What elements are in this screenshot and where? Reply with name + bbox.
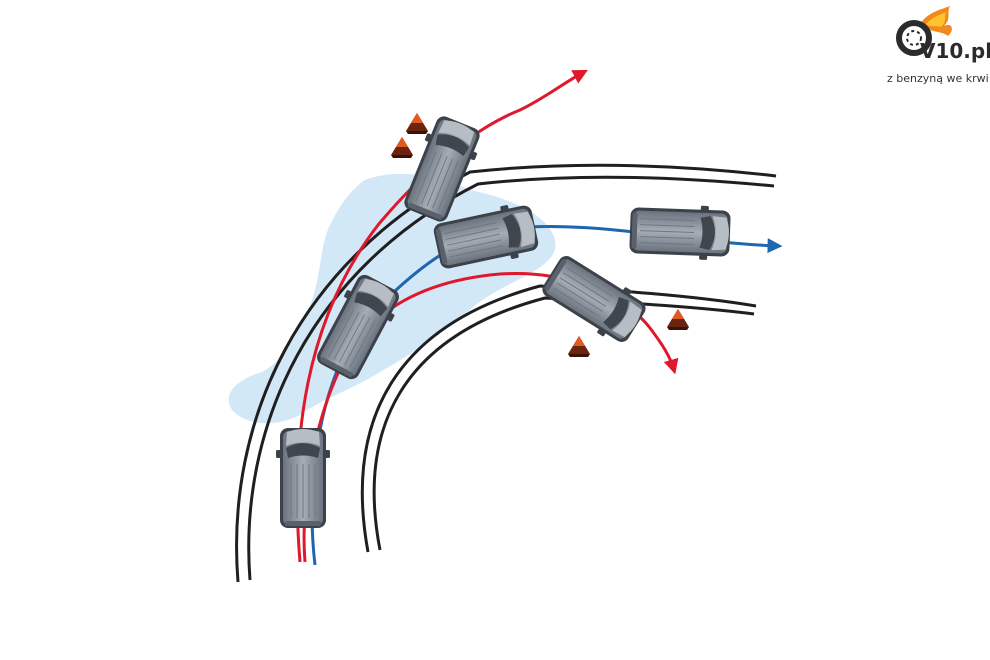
logo-name: V10.pl xyxy=(920,39,990,63)
van-entering-curve xyxy=(275,427,331,529)
site-logo[interactable]: V10.pl z benzyną we krwi xyxy=(887,6,990,85)
traffic-cone-icon xyxy=(568,336,590,357)
van-controlled-exit xyxy=(628,202,732,262)
road-inner-edge-inner xyxy=(372,296,755,551)
traffic-cone-icon xyxy=(667,309,689,330)
road-inner-edge xyxy=(360,284,757,553)
van-oversteer xyxy=(536,249,652,349)
logo-tagline: z benzyną we krwi xyxy=(887,72,989,85)
traffic-cone-icon xyxy=(391,137,413,158)
traffic-cone-icon xyxy=(406,113,428,134)
tyre-flame-logo-icon xyxy=(896,6,952,56)
